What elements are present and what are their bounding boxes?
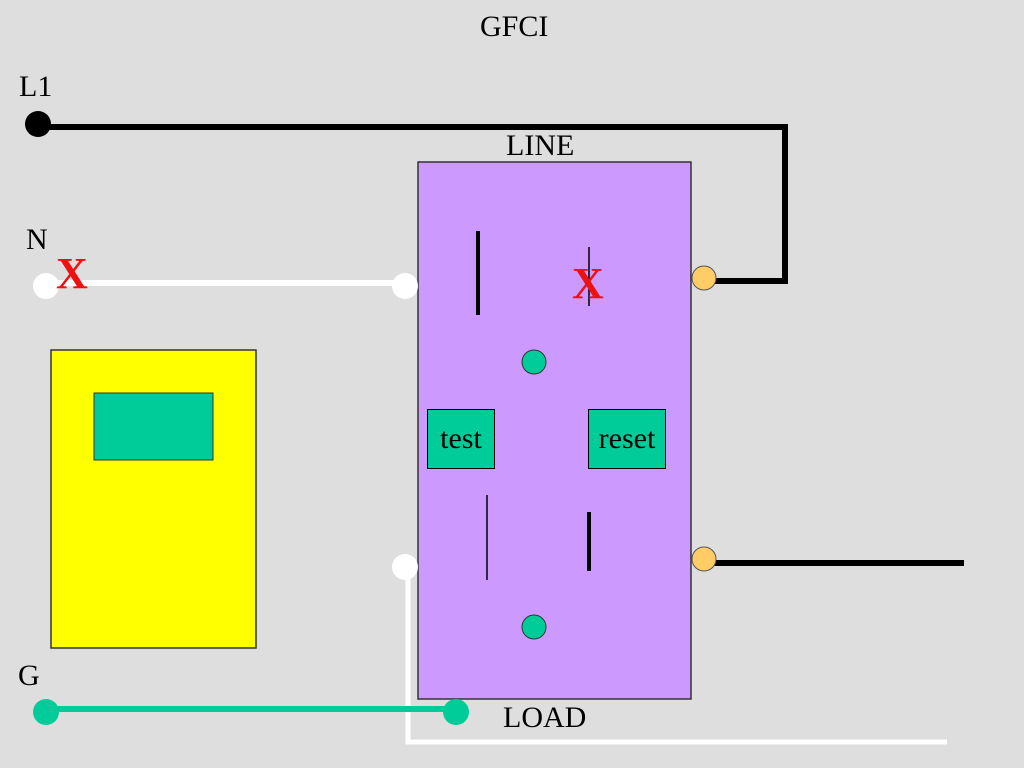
reset-button[interactable]: reset: [588, 409, 666, 469]
line-side-label: LINE: [506, 129, 575, 162]
load-side-label: LOAD: [503, 701, 587, 734]
neutral-wire-load: [405, 567, 947, 745]
ground-source-terminal: [33, 699, 59, 725]
line-neutral-terminal: [392, 273, 418, 299]
terminal-label-n: N: [26, 223, 48, 256]
line-hot-terminal: [691, 265, 717, 291]
load-neutral-terminal: [392, 554, 418, 580]
hot-wire-l1: [38, 124, 788, 284]
outlet-tester-display: [93, 392, 214, 461]
load-hot-terminal: [691, 546, 717, 572]
terminal-label-l1: L1: [19, 70, 53, 103]
lower-ground-hole: [521, 614, 547, 640]
neutral-source-terminal: [33, 273, 59, 299]
fault-mark-line-slot: X: [572, 259, 604, 308]
test-button[interactable]: test: [427, 409, 495, 469]
l1-source-terminal: [25, 111, 51, 137]
fault-mark-neutral-supply: X: [56, 249, 88, 298]
terminal-label-g: G: [18, 659, 40, 692]
diagram-title: GFCI: [480, 10, 549, 43]
ground-device-terminal: [443, 699, 469, 725]
upper-ground-hole: [521, 349, 547, 375]
